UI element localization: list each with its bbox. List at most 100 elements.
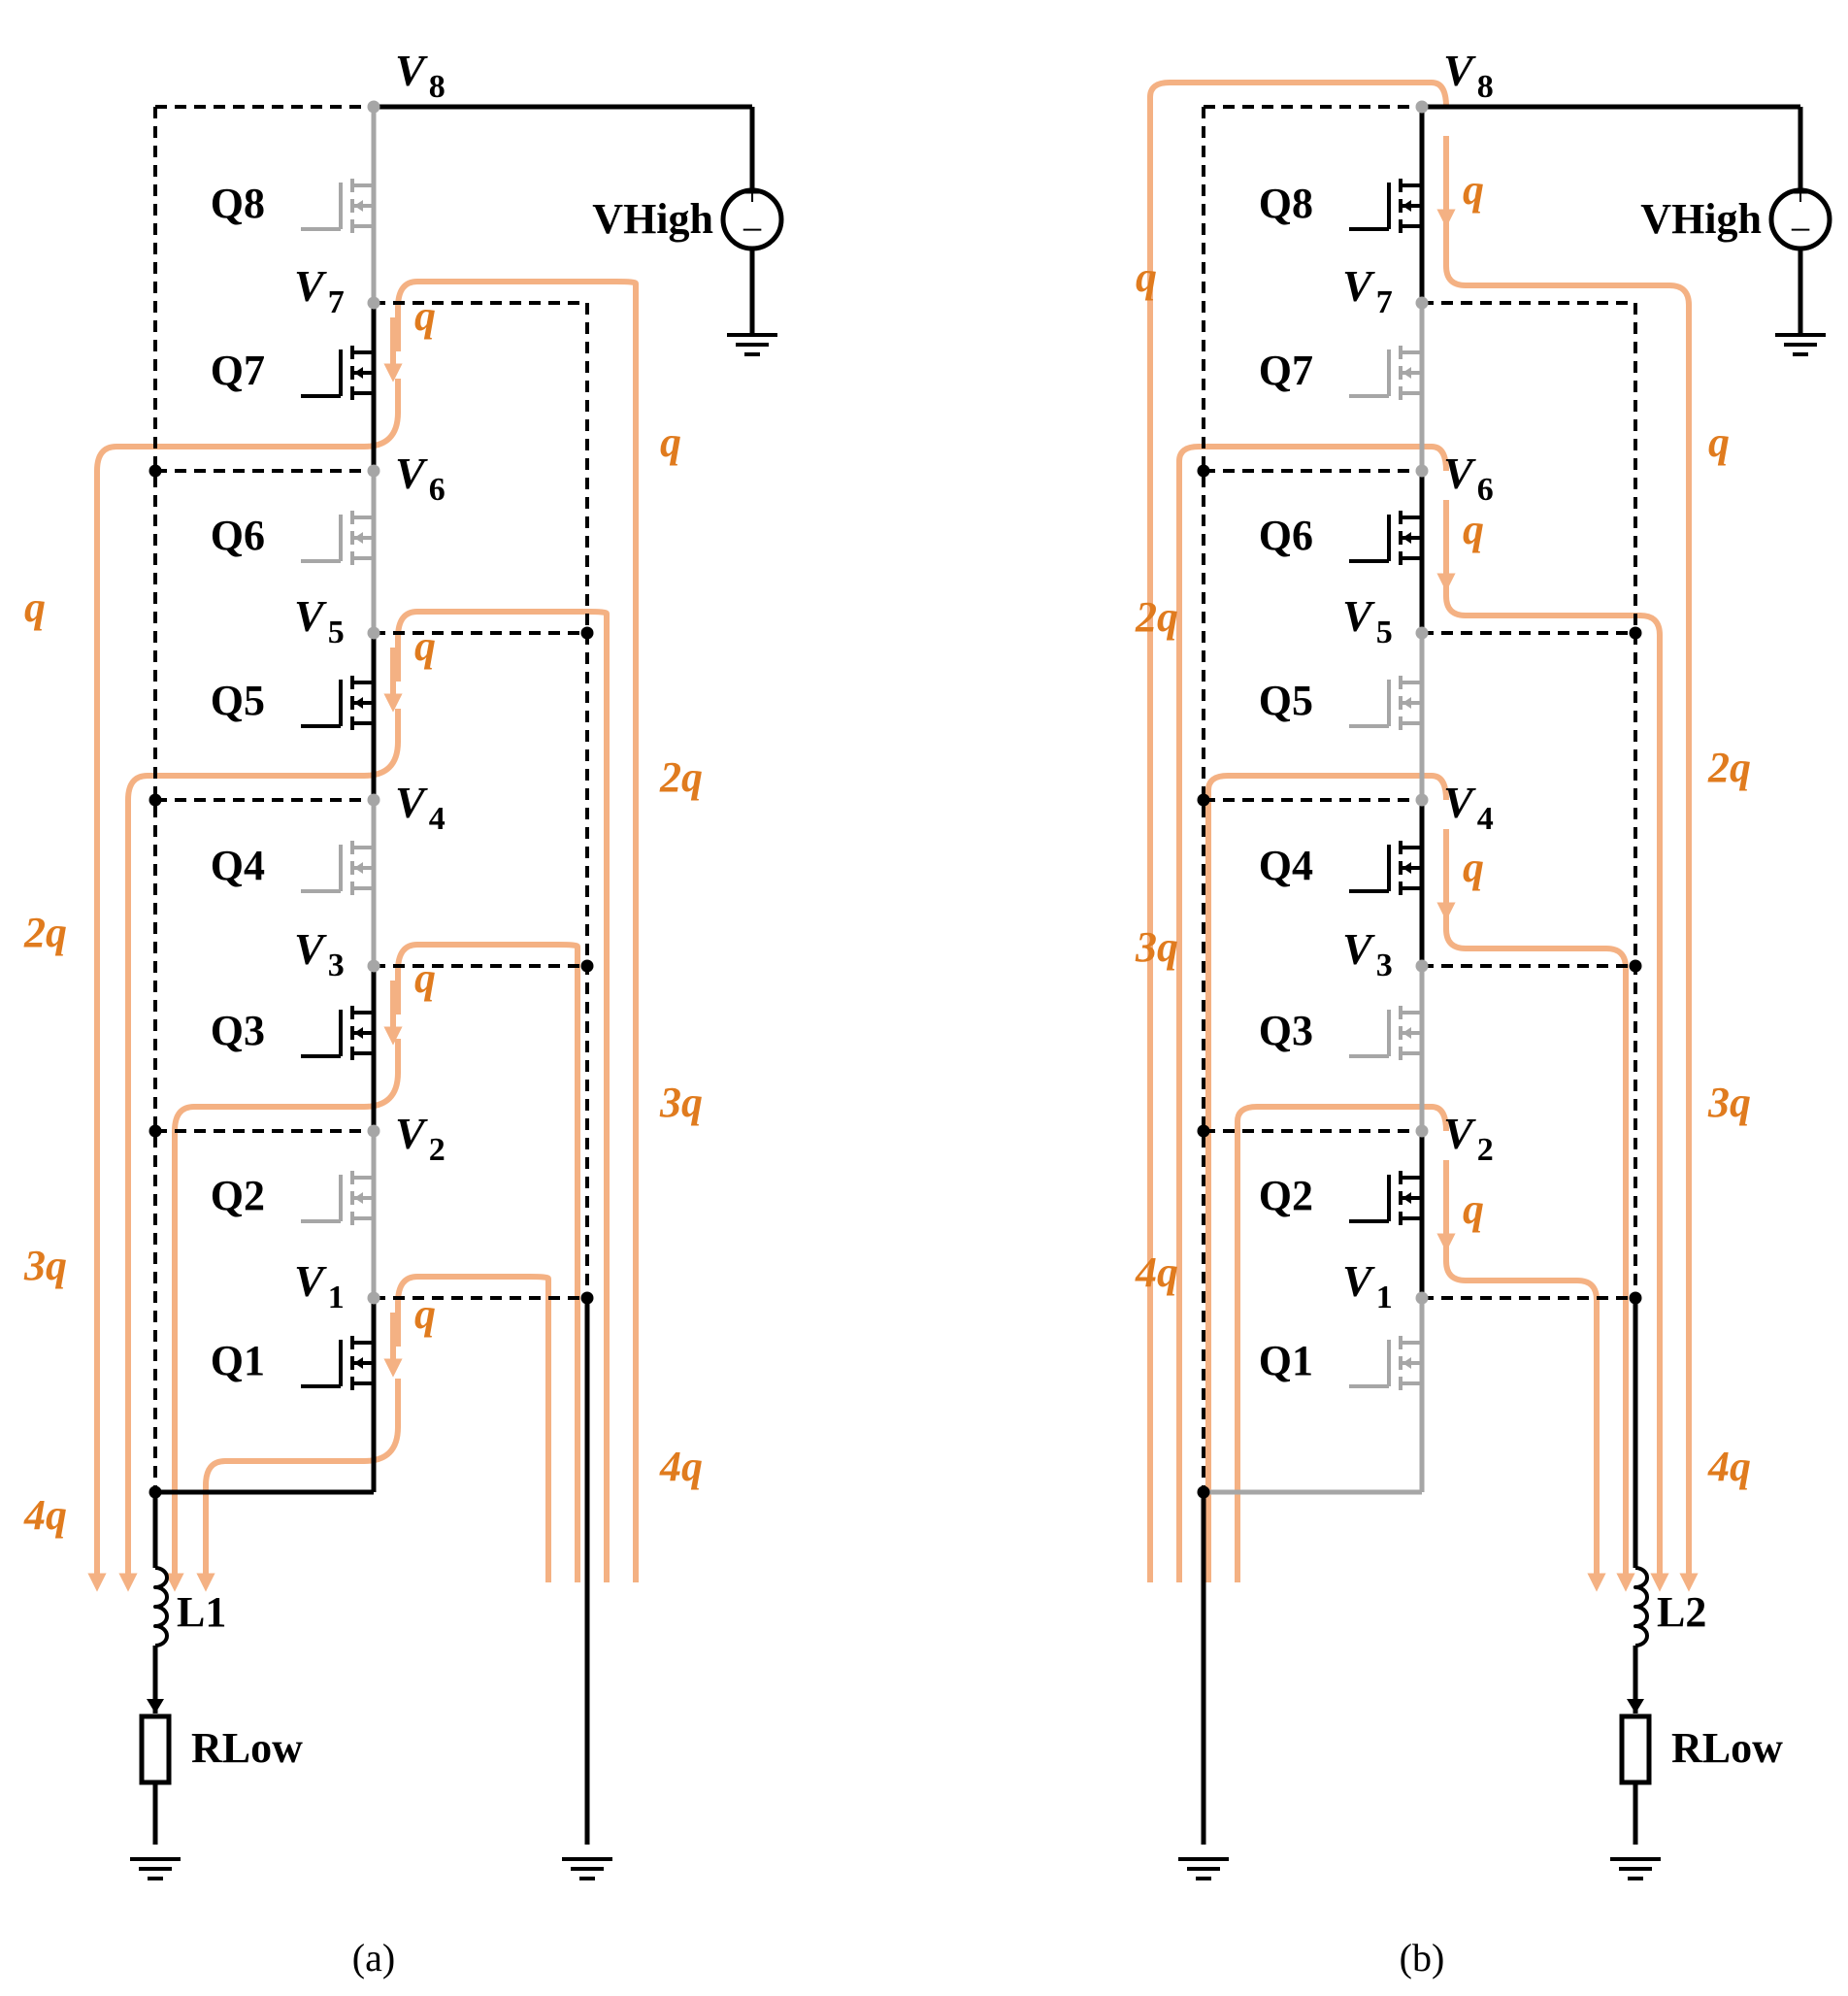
left-ground-icon — [1178, 1857, 1229, 1880]
transistor-label-3: Q5 — [1259, 677, 1313, 724]
transistor-label-6: Q2 — [211, 1172, 265, 1219]
node-dot-3 — [367, 626, 380, 640]
node-label-v2-letter: V — [395, 1109, 428, 1158]
source-ground-icon — [727, 333, 777, 356]
node-label-v7-subscript: 7 — [328, 284, 345, 320]
node-label-v6-subscript: 6 — [429, 472, 446, 508]
node-dot-4 — [367, 793, 380, 807]
node-label-v4-letter: V — [1443, 778, 1476, 827]
flow-left-0 — [87, 379, 401, 1592]
left-bus-dot-3 — [1197, 1485, 1210, 1499]
source-label: VHigh — [1640, 195, 1762, 243]
node-label-v6-subscript: 6 — [1477, 472, 1494, 508]
flow-left-3 — [1235, 1104, 1449, 1582]
node-label-v6-letter: V — [1443, 449, 1476, 498]
node-label-v7-letter: V — [294, 261, 327, 311]
node-dot-2 — [1415, 464, 1429, 478]
node-label-v2-subscript: 2 — [1477, 1132, 1494, 1168]
mosfet-q7 — [301, 346, 374, 400]
flow-left-3 — [196, 1379, 401, 1592]
right-bus-dot-1 — [580, 959, 594, 973]
node-label-v3-subscript: 3 — [1376, 948, 1393, 983]
node-label-v3-subscript: 3 — [328, 948, 345, 983]
node-dot-2 — [367, 464, 380, 478]
source-minus-sign: − — [1790, 208, 1812, 251]
left-flow-label-1: 2q — [1135, 593, 1178, 641]
node-label-v2-letter: V — [1443, 1109, 1476, 1158]
left-flow-label-0: q — [24, 583, 46, 631]
left-bus-dot-3 — [148, 1485, 162, 1499]
transistor-label-6: Q2 — [1259, 1172, 1313, 1219]
node-dot-1 — [367, 296, 380, 310]
left-flow-label-2: 3q — [1135, 923, 1178, 971]
flow-left-1 — [118, 709, 401, 1592]
flow-left-2 — [1205, 773, 1449, 1582]
right-ground-icon — [562, 1857, 612, 1880]
transistor-label-1: Q7 — [1259, 347, 1313, 394]
mosfet-q6 — [1349, 511, 1422, 565]
load-resistor — [1619, 1713, 1652, 1785]
node-dot-6 — [367, 1124, 380, 1138]
node-label-v4-subscript: 4 — [1477, 801, 1494, 837]
inner-q-label-3: q — [1463, 1185, 1484, 1233]
left-flow-label-2: 3q — [23, 1242, 67, 1289]
transistor-label-0: Q8 — [1259, 180, 1313, 227]
node-label-v1-subscript: 1 — [1376, 1280, 1393, 1315]
inductor — [1634, 1566, 1649, 1647]
mosfet-q1 — [301, 1336, 374, 1390]
transistor-label-4: Q4 — [211, 842, 265, 889]
mosfet-q4 — [301, 841, 374, 895]
load-ground-icon — [1610, 1857, 1661, 1880]
node-label-v4-letter: V — [395, 778, 428, 827]
node-dot-5 — [1415, 959, 1429, 973]
transistor-label-5: Q3 — [1259, 1007, 1313, 1054]
node-dot-7 — [367, 1291, 380, 1305]
panel-caption: (a) — [352, 1936, 395, 1979]
inductor-label: L2 — [1657, 1588, 1706, 1636]
left-bus-dot-0 — [148, 464, 162, 478]
inner-q-label-1: q — [414, 622, 436, 670]
load-ground-icon — [130, 1857, 181, 1880]
node-label-v1-letter: V — [1342, 1256, 1375, 1306]
inner-q-label-0: q — [1463, 166, 1484, 214]
right-flow-label-0: q — [1708, 418, 1730, 466]
right-flow-label-1: 2q — [659, 753, 703, 801]
mosfet-q7 — [1349, 346, 1422, 400]
transistor-label-4: Q4 — [1259, 842, 1313, 889]
flow-right-0 — [395, 279, 639, 1582]
inductor — [153, 1566, 169, 1647]
left-bus-dot-0 — [1197, 464, 1210, 478]
transistor-label-1: Q7 — [211, 347, 265, 394]
source-minus-sign: − — [742, 208, 764, 251]
node-dot-0 — [1415, 100, 1429, 114]
node-dot-7 — [1415, 1291, 1429, 1305]
flow-left-2 — [165, 1039, 401, 1592]
node-dot-4 — [1415, 793, 1429, 807]
node-dot-5 — [367, 959, 380, 973]
node-label-v7-subscript: 7 — [1376, 284, 1393, 320]
node-dot-1 — [1415, 296, 1429, 310]
right-bus-dot-0 — [1629, 626, 1642, 640]
mosfet-q8 — [1349, 179, 1422, 233]
right-bus-dot-1 — [1629, 959, 1642, 973]
load-resistor — [139, 1713, 172, 1785]
node-label-v7-letter: V — [1342, 261, 1375, 311]
load-label: RLow — [1671, 1724, 1783, 1772]
inner-q-label-1: q — [1463, 506, 1484, 553]
left-bus-dot-1 — [148, 793, 162, 807]
flow-right-3 — [395, 1274, 551, 1582]
current-arrow-icon — [147, 1699, 164, 1713]
